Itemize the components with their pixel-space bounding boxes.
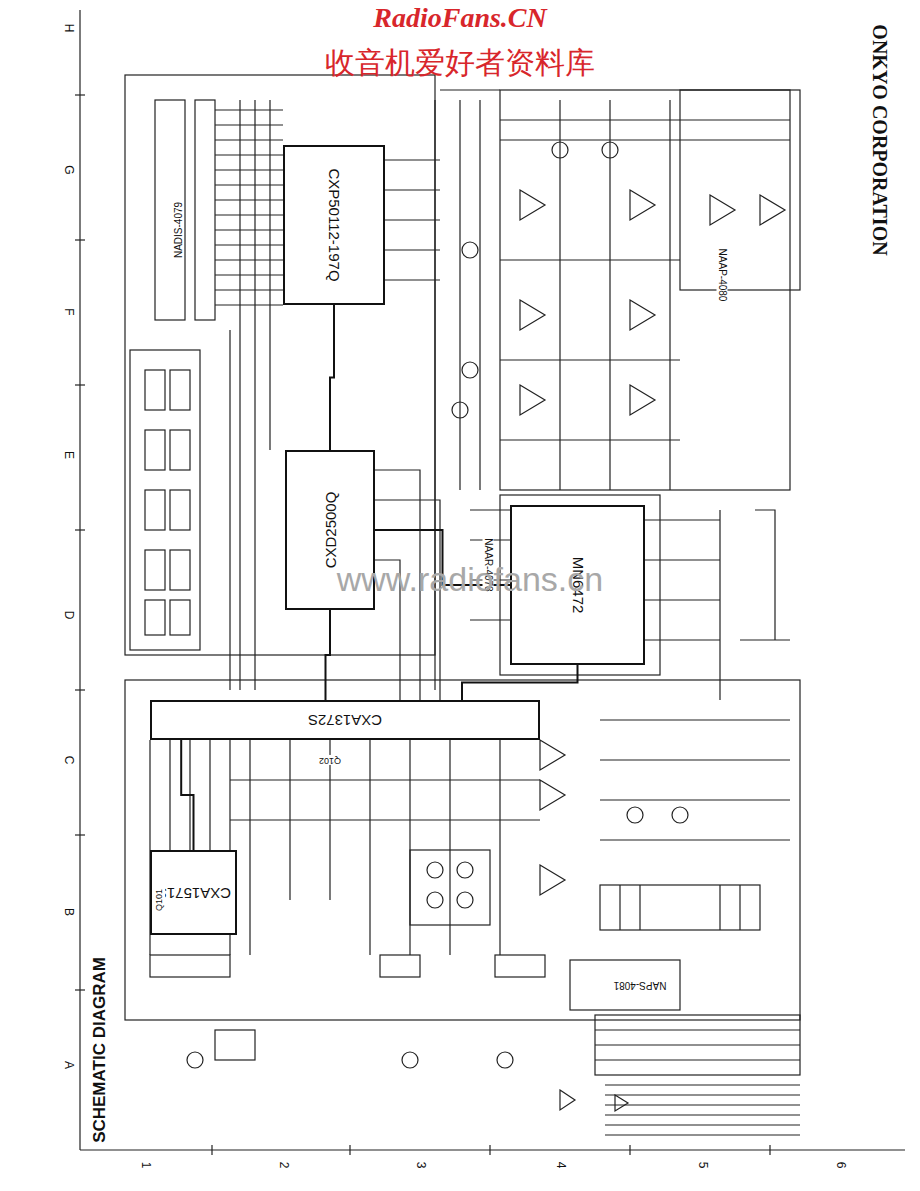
signal-bus — [326, 610, 331, 700]
sheet-label: C — [61, 754, 74, 767]
signal-bus — [462, 665, 578, 700]
sheet-label: 2 — [276, 1160, 289, 1171]
sheet-label: 5 — [695, 1160, 708, 1171]
sheet-label: A — [61, 1059, 74, 1071]
sheet-label: F — [61, 306, 74, 317]
sheet-label: Q102 — [317, 755, 343, 765]
watermark: RadioFans.CN — [371, 3, 549, 34]
signal-bus — [330, 305, 334, 450]
sheet-label: NADIS-4079 — [173, 200, 184, 260]
sheet-label: H — [61, 22, 74, 35]
sheet-label: NAAP-4080 — [717, 247, 728, 304]
sheet-label: D — [61, 609, 74, 622]
sheet-label: G — [61, 163, 74, 176]
sheet-title: SCHEMATIC DIAGRAM — [91, 955, 110, 1145]
sheet-label: E — [61, 449, 74, 461]
sheet-label: Q101 — [155, 887, 165, 913]
signal-bus — [181, 740, 193, 850]
sheet-label: NAPS-4081 — [612, 980, 669, 991]
part-number: CXP50112-197Q — [326, 168, 343, 281]
part-number: CXA1372S — [308, 712, 382, 729]
sheet-label: 3 — [413, 1160, 426, 1171]
ic-chip: CXA1372S — [150, 700, 540, 740]
sheet-label: 6 — [833, 1160, 846, 1171]
sheet-label: B — [61, 906, 74, 918]
part-number: CXD2500Q — [322, 492, 339, 569]
sheet-label: 4 — [553, 1160, 566, 1171]
sheet-label: 1 — [138, 1160, 151, 1171]
sheet-label: ONKYO CORPORATION — [869, 22, 891, 257]
watermark: 收音机爱好者资料库 — [323, 46, 597, 79]
ic-chip: CXP50112-197Q — [283, 145, 385, 305]
watermark: www.radiofans.cn — [335, 561, 605, 598]
part-number: CXA1571S — [156, 884, 230, 901]
